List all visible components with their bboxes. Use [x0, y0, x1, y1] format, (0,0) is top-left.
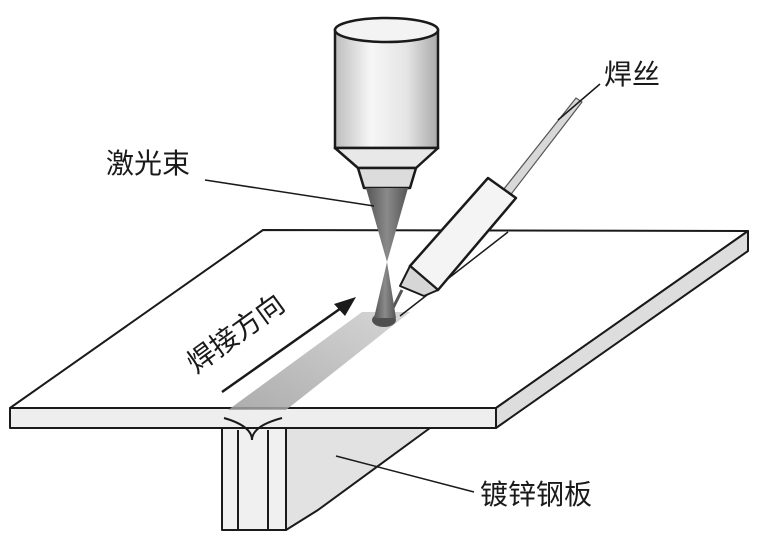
laser-head [333, 16, 440, 190]
plate-right-edge [495, 230, 749, 429]
web-plate-front [221, 427, 287, 531]
laser-head-body [333, 28, 440, 150]
label-laser-beam: 激光束 [106, 147, 190, 180]
laser-beam-upper [366, 188, 408, 262]
plate-front-edge [9, 407, 497, 429]
label-welding-wire: 焊丝 [604, 58, 660, 91]
leader-welding-wire [557, 83, 601, 121]
joint-line [399, 231, 509, 317]
laser-head-collar [333, 146, 440, 170]
laser-nozzle [356, 166, 418, 190]
laser-beam-lower [374, 262, 396, 318]
laser-head-top [333, 16, 440, 44]
welding-direction-arrow [221, 297, 356, 394]
weld-seam [228, 312, 410, 410]
web-plate-side [285, 427, 431, 531]
label-galvanized-steel-sheet: 镀锌钢板 [480, 478, 592, 511]
fillet-groove [223, 417, 283, 441]
wire-nozzle-tip [399, 265, 439, 297]
leader-steel-sheet [335, 455, 475, 493]
steel-plate [9, 229, 749, 531]
welding-wire-assembly [388, 97, 583, 315]
laser-beam [366, 188, 408, 318]
leader-laser-beam [204, 179, 375, 207]
